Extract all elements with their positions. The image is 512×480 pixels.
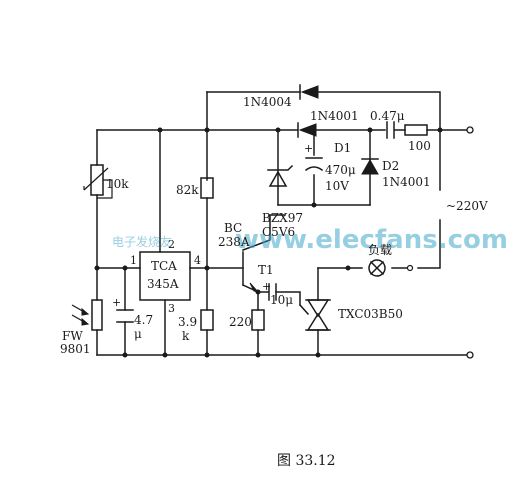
label-pin1: 1 bbox=[130, 254, 137, 267]
zener-bzx97 bbox=[267, 164, 294, 187]
terminal-top bbox=[466, 126, 474, 134]
resistor-100 bbox=[404, 124, 428, 136]
junctions bbox=[94, 127, 443, 358]
diode-1n4004 bbox=[299, 84, 319, 100]
label-10k: 10k bbox=[106, 177, 129, 191]
label-pin4: 4 bbox=[194, 254, 201, 267]
label-220v: ~220V bbox=[446, 199, 488, 213]
label-82k: 82k bbox=[176, 183, 199, 197]
resistor-82k bbox=[200, 177, 214, 199]
label-load: 负载 bbox=[368, 243, 392, 257]
label-plus-47: + bbox=[112, 296, 121, 309]
label-10u: 10μ bbox=[270, 293, 293, 307]
label-c5v6: C5V6 bbox=[262, 225, 295, 239]
watermark-small: 电子发烧友 bbox=[112, 234, 172, 249]
label-bc: BC bbox=[224, 221, 242, 235]
label-10v: 10V bbox=[325, 179, 349, 193]
label-d2: D2 bbox=[382, 159, 399, 173]
photo-sensor-fw9801 bbox=[71, 299, 103, 331]
label-9801: 9801 bbox=[60, 342, 91, 356]
label-plus-10u: + bbox=[262, 280, 271, 293]
label-ic-345a: 345A bbox=[147, 277, 179, 291]
label-d2-type: 1N4001 bbox=[382, 175, 431, 189]
label-39-unit: k bbox=[182, 329, 190, 343]
diode-d2 bbox=[361, 158, 379, 175]
watermark-text: www.elecfans.com bbox=[235, 225, 508, 255]
triac-txc03b50 bbox=[298, 299, 331, 331]
figure-caption: 图 33.12 bbox=[277, 453, 336, 469]
label-plus-470: + bbox=[304, 142, 313, 155]
label-ic-tca: TCA bbox=[151, 259, 177, 273]
lamp-load bbox=[345, 259, 414, 277]
wire-top-right bbox=[317, 91, 441, 131]
capacitor-47u bbox=[116, 309, 134, 323]
wire-cap-triac bbox=[275, 291, 301, 306]
capacitor-10u bbox=[268, 283, 277, 301]
label-220: 220 bbox=[229, 315, 252, 329]
label-t1: T1 bbox=[258, 263, 274, 277]
label-fw: FW bbox=[62, 329, 83, 343]
label-pin2: 2 bbox=[168, 238, 175, 251]
label-d1: D1 bbox=[334, 141, 351, 155]
label-047u: 0.47μ bbox=[370, 109, 405, 123]
label-47: 4.7 bbox=[134, 313, 153, 327]
label-triac: TXC03B50 bbox=[338, 307, 403, 321]
label-470u: 470μ bbox=[325, 163, 356, 177]
terminal-bottom bbox=[466, 351, 474, 359]
ic-tca345a bbox=[139, 251, 191, 301]
label-bzx97: BZX97 bbox=[262, 211, 303, 225]
label-39: 3.9 bbox=[178, 315, 197, 329]
wire-collector bbox=[242, 214, 286, 251]
resistor-3-9k bbox=[200, 309, 214, 331]
label-238a: 238A bbox=[218, 235, 250, 249]
capacitor-047u bbox=[386, 121, 395, 139]
resistor-220 bbox=[251, 309, 265, 331]
capacitor-470u bbox=[304, 157, 324, 172]
label-pin3: 3 bbox=[168, 302, 175, 315]
wire-ac-bottom bbox=[417, 219, 441, 269]
label-47-unit: μ bbox=[134, 327, 142, 341]
label-100: 100 bbox=[408, 139, 431, 153]
potentiometer-10k bbox=[83, 164, 113, 199]
label-1n4004: 1N4004 bbox=[243, 95, 292, 109]
label-1n4001-top: 1N4001 bbox=[310, 109, 359, 123]
